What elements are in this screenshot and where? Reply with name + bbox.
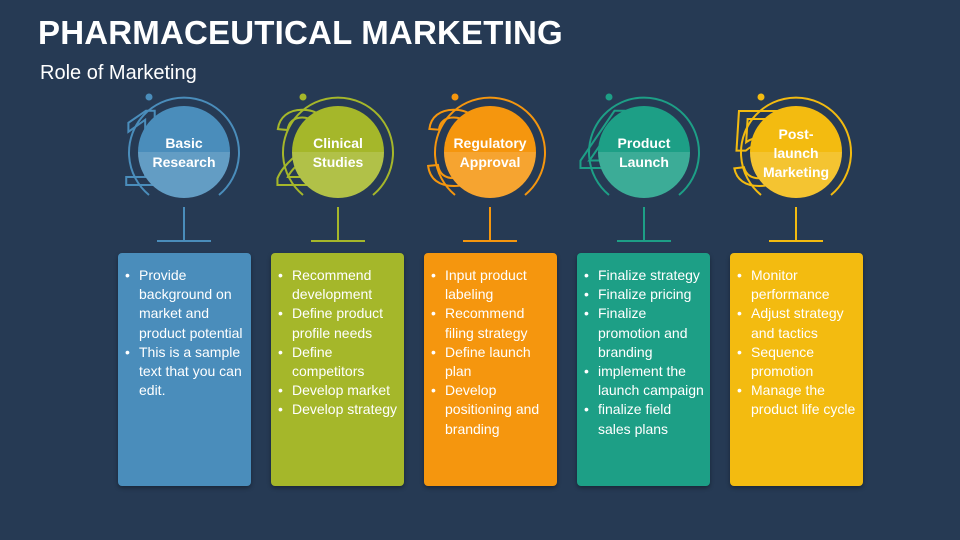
- stage-5-ring: [740, 96, 852, 196]
- stage-5-card: Monitor performanceAdjust strategy and t…: [730, 253, 863, 486]
- stage-3-label: Regulatory Approval: [453, 135, 527, 170]
- stage-4-card: Finalize strategyFinalize pricingFinaliz…: [577, 253, 710, 486]
- stage-2-point: Define competitors: [277, 343, 398, 381]
- stage-2-points: Recommend developmentDefine product prof…: [277, 266, 398, 420]
- stage-2-circle: [292, 106, 384, 198]
- stage-3-point: Input product labeling: [430, 266, 551, 304]
- stage-5-point: Sequence promotion: [736, 343, 857, 381]
- stage-3-circle-shade: [444, 152, 536, 198]
- stage-3-ring: [434, 96, 546, 196]
- stage-3-point: Recommend filing strategy: [430, 304, 551, 342]
- stage-4-label: Product Launch: [617, 135, 671, 170]
- stage-4-point: Finalize pricing: [583, 285, 704, 304]
- stage-1-ring: [128, 96, 240, 196]
- stage-5-point: Monitor performance: [736, 266, 857, 304]
- stage-4-point: finalize field sales plans: [583, 400, 704, 438]
- stage-3-card: Input product labelingRecommend filing s…: [424, 253, 557, 486]
- stage-1-circle-shade: [138, 152, 230, 198]
- stage-2-point: Develop strategy: [277, 400, 398, 419]
- slide-subtitle: Role of Marketing: [40, 62, 197, 84]
- stage-1-ring-dot: [145, 93, 153, 101]
- stage-3-circle: [444, 106, 536, 198]
- stage-1-circle: [138, 106, 230, 198]
- stage-1-points: Provide background on market and product…: [124, 266, 245, 400]
- stage-3-point: Develop positioning and branding: [430, 381, 551, 439]
- stage-4-circle-shade: [598, 152, 690, 198]
- stage-1-label: Basic Research: [152, 135, 216, 170]
- stage-5-label: Post- launch Marketing: [762, 125, 830, 180]
- stage-4-point: Finalize strategy: [583, 266, 704, 285]
- stage-2-point: Recommend development: [277, 266, 398, 304]
- stage-3-point: Define launch plan: [430, 343, 551, 381]
- stage-3-points: Input product labelingRecommend filing s…: [430, 266, 551, 439]
- stage-4-circle: [598, 106, 690, 198]
- stage-3-ring-dot: [451, 93, 459, 101]
- stage-4-point: Finalize promotion and branding: [583, 304, 704, 362]
- stage-2-ring-dot: [299, 93, 307, 101]
- stage-1-point: Provide background on market and product…: [124, 266, 245, 343]
- stage-2-card: Recommend developmentDefine product prof…: [271, 253, 404, 486]
- stage-5-points: Monitor performanceAdjust strategy and t…: [736, 266, 857, 420]
- stage-5-ring-dot: [757, 93, 765, 101]
- stage-2-point: Develop market: [277, 381, 398, 400]
- stage-5-point: Manage the product life cycle: [736, 381, 857, 419]
- stage-1-point: This is a sample text that you can edit.: [124, 343, 245, 401]
- stage-4-points: Finalize strategyFinalize pricingFinaliz…: [583, 266, 704, 439]
- stage-4-ring-dot: [605, 93, 613, 101]
- stage-4-ring: [588, 96, 700, 196]
- stage-5-circle-shade: [750, 152, 842, 198]
- stage-2-point: Define product profile needs: [277, 304, 398, 342]
- stage-2-label: Clinical Studies: [312, 135, 364, 170]
- stage-4-point: implement the launch campaign: [583, 362, 704, 400]
- stage-2-circle-shade: [292, 152, 384, 198]
- stage-1-card: Provide background on market and product…: [118, 253, 251, 486]
- slide-title: PHARMACEUTICAL MARKETING: [38, 14, 563, 51]
- stage-5-point: Adjust strategy and tactics: [736, 304, 857, 342]
- stage-2-ring: [282, 96, 394, 196]
- stage-5-circle: [750, 106, 842, 198]
